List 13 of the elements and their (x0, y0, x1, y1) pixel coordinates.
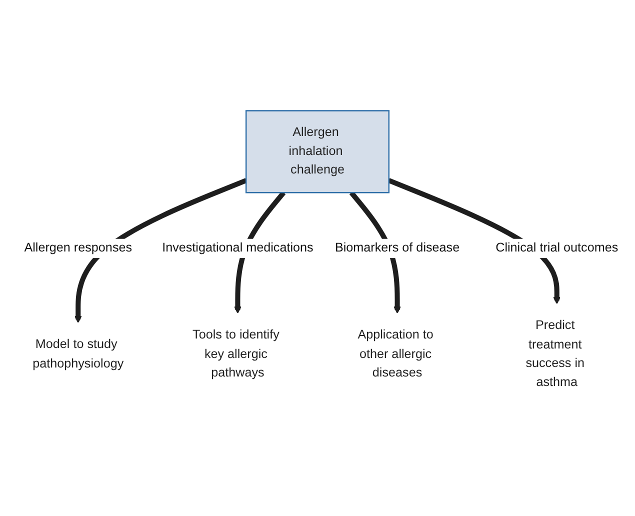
edge-label: Allergen responses (24, 240, 132, 256)
arrow (74, 178, 248, 324)
node-text: Application to other allergic diseases (358, 328, 434, 380)
edge-label: Investigational medications (162, 240, 314, 256)
node-box: Allergen inhalation challenge (245, 110, 390, 194)
arrow (349, 191, 401, 314)
node-text: Predict treatment success in asthma (526, 318, 585, 390)
node-text: Model to study pathophysiology (32, 337, 124, 371)
edge-label: Clinical trial outcomes (496, 240, 618, 256)
arrow (234, 191, 286, 314)
node-text: Tools to identify key allergic pathways (192, 328, 280, 380)
arrow (388, 178, 561, 305)
edge-label: Biomarkers of disease (334, 240, 460, 256)
